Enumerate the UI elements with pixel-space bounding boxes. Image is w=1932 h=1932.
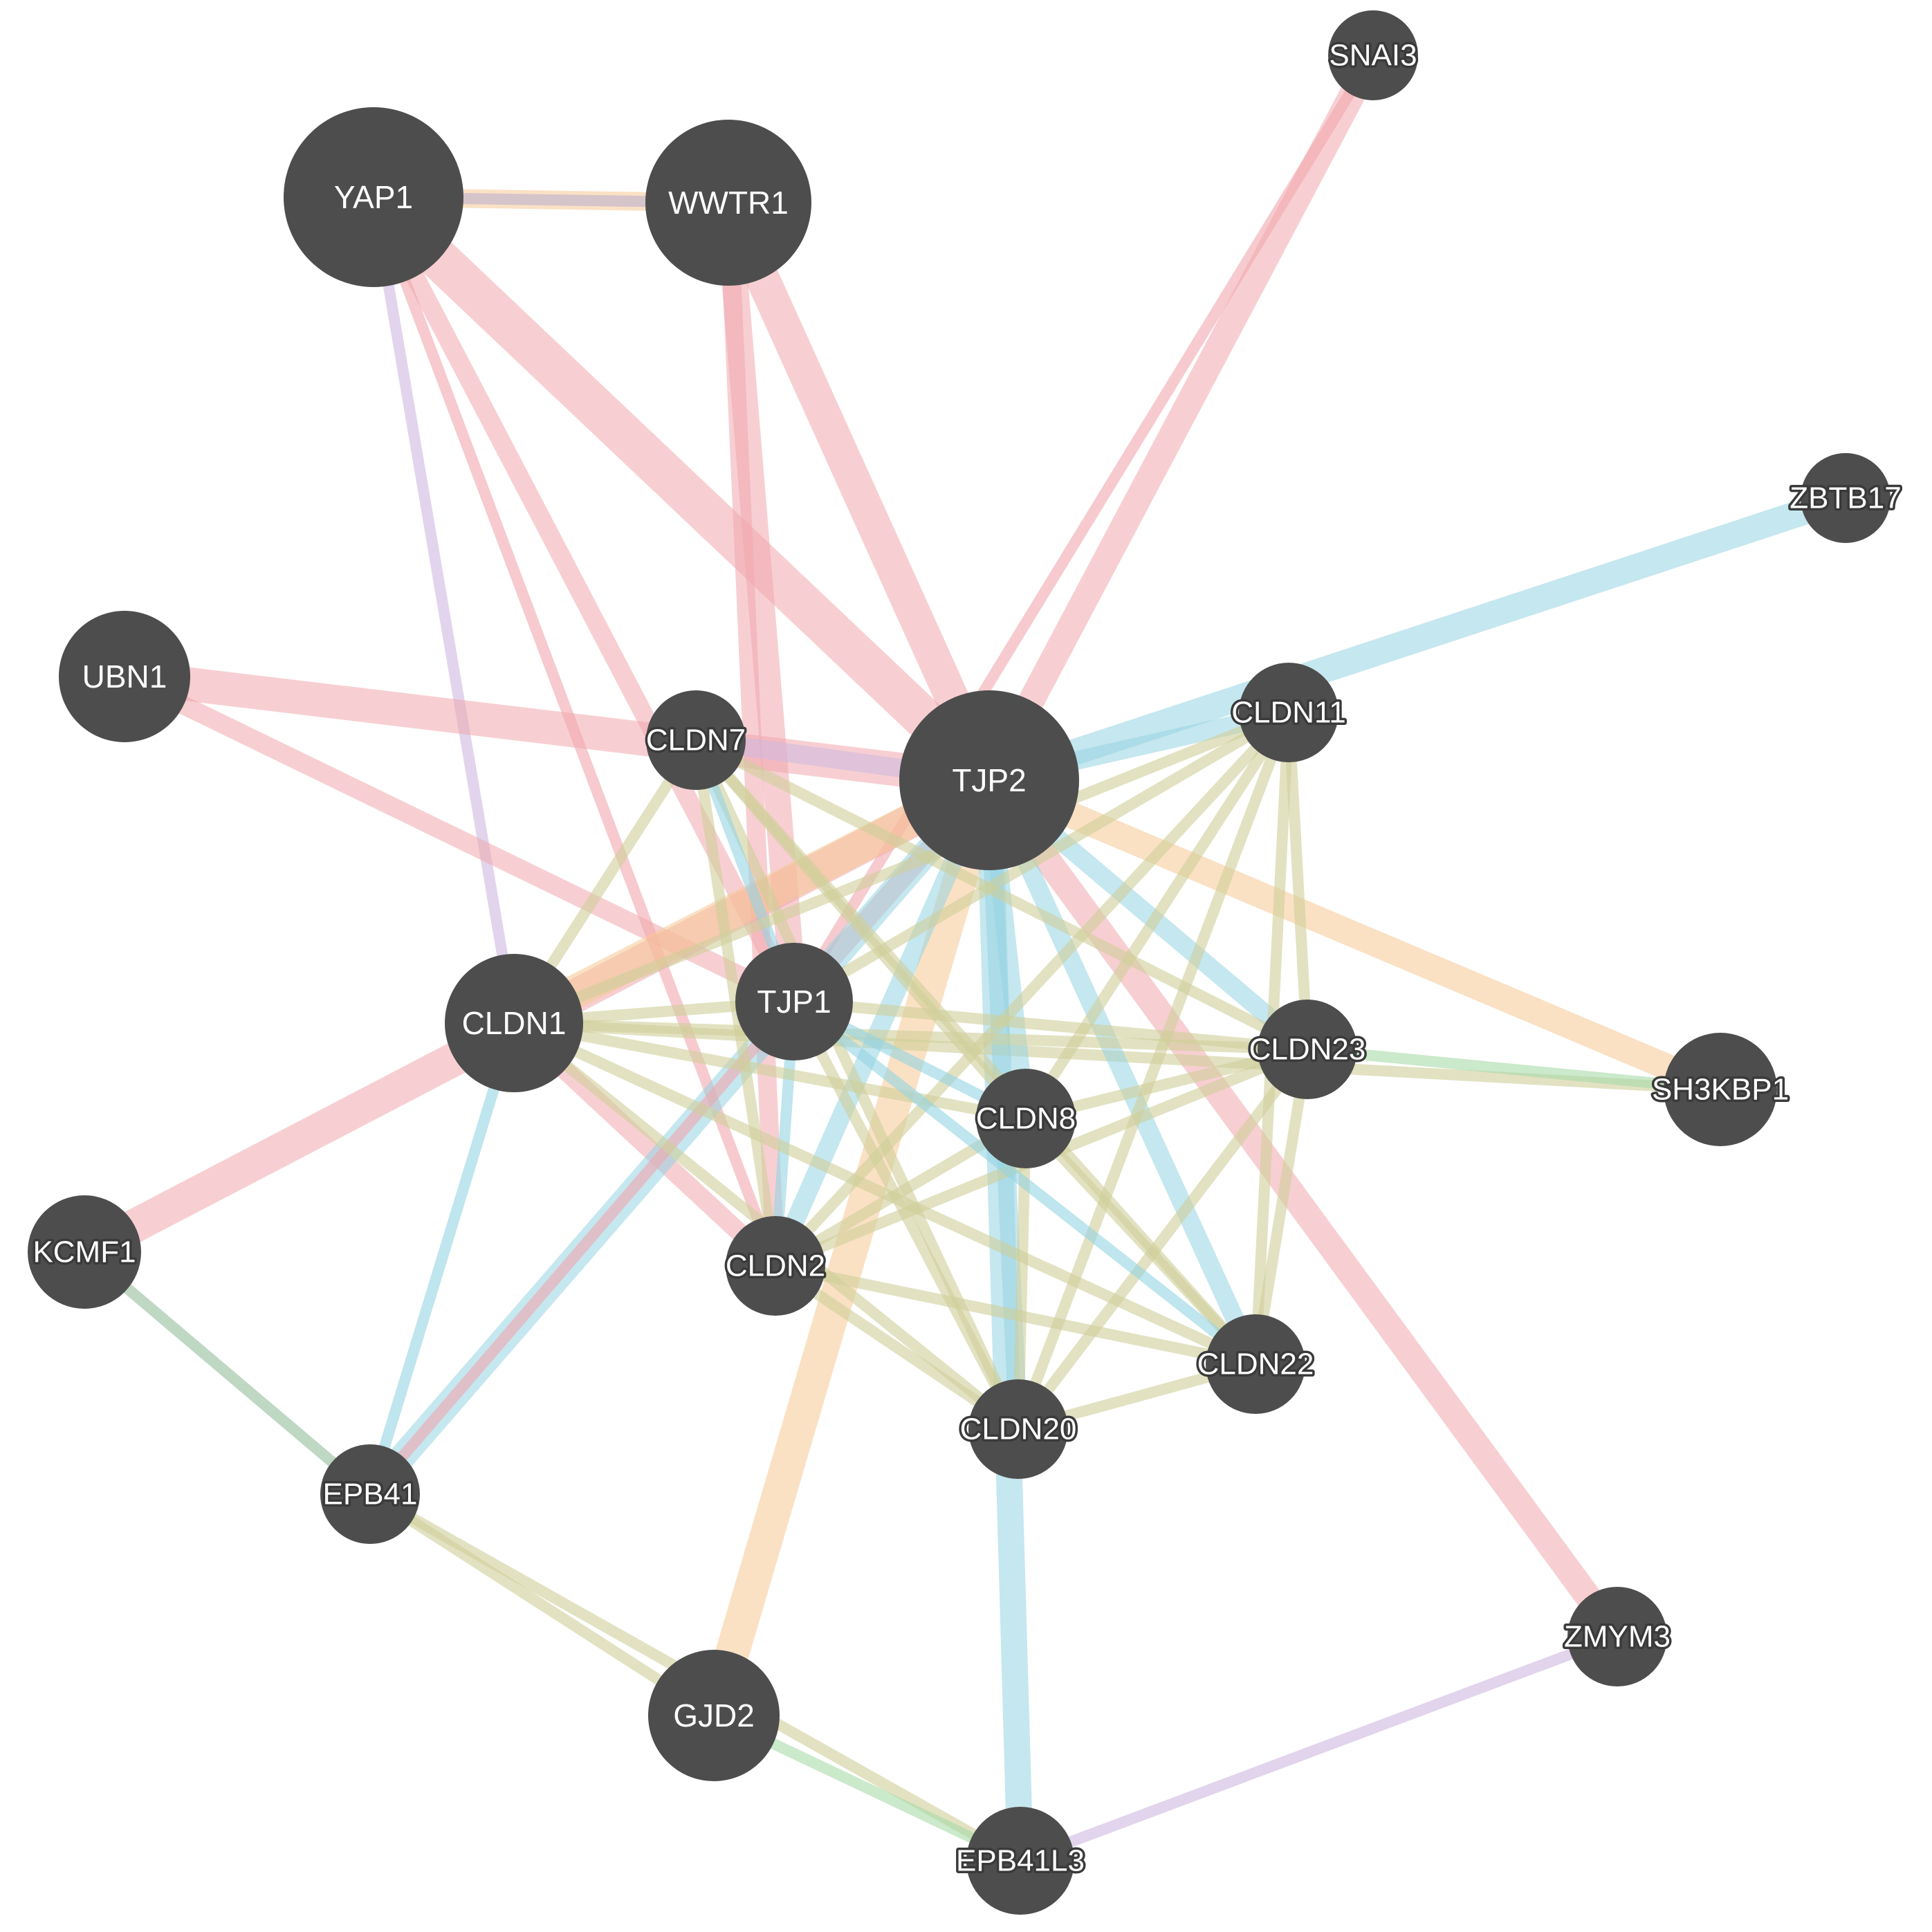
node-circle[interactable] [1328, 10, 1418, 100]
edge-tjp1-cldn22 [789, 996, 1261, 1370]
edge-wwtr1-cldn2 [719, 193, 785, 1276]
node-circle[interactable] [1664, 1033, 1777, 1146]
node-circle[interactable] [645, 120, 811, 286]
edge-epb41-tjp1 [365, 996, 800, 1500]
edge-cldn11-cldn2 [770, 707, 1294, 1271]
edge-sh3kbp1-tjp2 [976, 767, 1733, 1103]
edge-cldn22-cldn23 [1250, 1044, 1313, 1370]
edge-snai3-tjp2 [976, 42, 1386, 793]
node-yap1[interactable]: YAP1 [284, 107, 463, 287]
node-cldn8[interactable]: CLDN8 [973, 1069, 1078, 1168]
edge-sh3kbp1-cldn23 [1302, 1044, 1726, 1095]
node-cldn20[interactable]: CLDN20 [957, 1379, 1079, 1479]
node-circle[interactable] [1206, 1314, 1305, 1414]
node-circle[interactable] [320, 1444, 420, 1544]
node-circle[interactable] [284, 107, 463, 287]
node-zbtb17[interactable]: ZBTB17 [1787, 453, 1904, 543]
node-cldn22[interactable]: CLDN22 [1195, 1314, 1316, 1414]
node-cldn2[interactable]: CLDN2 [723, 1216, 828, 1316]
node-circle[interactable] [1239, 663, 1338, 762]
edge-cldn22-tjp2 [979, 771, 1265, 1374]
node-label: EPB41 [323, 1478, 418, 1511]
node-label: TJP2 [952, 762, 1026, 798]
node-circle[interactable] [735, 943, 853, 1060]
node-circle[interactable] [976, 1069, 1076, 1168]
edge-cldn1-cldn23 [508, 1018, 1313, 1055]
node-label: TJP1 [757, 984, 831, 1020]
node-gjd2[interactable]: GJD2 [648, 1650, 780, 1781]
node-label: CLDN1 [462, 1005, 567, 1041]
edge-cldn11-tjp1 [789, 707, 1294, 1007]
edge-wwtr1-tjp2 [711, 185, 1006, 798]
node-sh3kbp1[interactable]: SH3KBP1 [1649, 1033, 1792, 1146]
node-zmym3[interactable]: ZMYM3 [1562, 1587, 1673, 1686]
node-cldn7[interactable]: CLDN7 [643, 690, 748, 790]
edge-cldn20-cldn23 [1013, 1044, 1313, 1435]
edge-cldn11-cldn8 [1020, 707, 1294, 1124]
node-label: CLDN11 [1231, 696, 1345, 730]
node-label: WWTR1 [668, 185, 789, 221]
node-label: SH3KBP1 [1652, 1073, 1789, 1107]
node-label: YAP1 [334, 179, 413, 215]
node-circle[interactable] [445, 954, 583, 1092]
edge-tjp1-cldn20 [789, 996, 1024, 1435]
node-label: CLDN22 [1197, 1347, 1314, 1381]
edge-tjp1-cldn23 [789, 996, 1313, 1055]
node-circle[interactable] [59, 611, 190, 742]
node-circle[interactable] [648, 1650, 780, 1781]
node-circle[interactable] [726, 1216, 825, 1316]
edge-zbtb17-tjp2 [976, 485, 1859, 793]
node-epb41l3[interactable]: EPB41L3 [954, 1807, 1087, 1915]
node-label: ZMYM3 [1564, 1620, 1671, 1654]
edge-cldn11-cldn20 [1013, 707, 1294, 1435]
node-label: UBN1 [82, 659, 167, 694]
node-circle[interactable] [646, 690, 746, 790]
edge-cldn2-cldn22 [770, 1260, 1261, 1370]
edge-cldn1-epb41 [365, 1018, 519, 1500]
edge-yap1-tjp2 [353, 176, 1010, 801]
edge-cldn1-cldn8 [508, 1018, 1031, 1124]
edge-yap1-cldn1 [368, 192, 519, 1029]
node-circle[interactable] [966, 1807, 1074, 1915]
node-epb41[interactable]: EPB41 [320, 1444, 420, 1544]
node-label: CLDN8 [976, 1102, 1076, 1136]
node-label: KCMF1 [33, 1235, 136, 1269]
node-label: GJD2 [673, 1698, 755, 1733]
edge-cldn11-cldn23 [1283, 707, 1313, 1055]
node-label: CLDN7 [646, 724, 746, 757]
edges-layer [67, 42, 1859, 1874]
node-snai3[interactable]: SNAI3 [1327, 10, 1419, 100]
node-cldn23[interactable]: CLDN23 [1246, 1000, 1368, 1099]
node-cldn1[interactable]: CLDN1 [445, 954, 583, 1092]
node-kcmf1[interactable]: KCMF1 [28, 1195, 141, 1309]
node-circle[interactable] [1801, 453, 1890, 543]
node-circle[interactable] [1258, 1000, 1357, 1099]
edge-yap1-tjp1 [364, 187, 804, 1011]
node-circle[interactable] [28, 1195, 141, 1309]
edge-gjd2-tjp2 [697, 763, 1006, 1733]
node-ubn1[interactable]: UBN1 [59, 611, 190, 742]
node-circle[interactable] [899, 690, 1079, 870]
node-tjp1[interactable]: TJP1 [735, 943, 853, 1060]
node-label: CLDN23 [1249, 1033, 1366, 1067]
node-tjp2[interactable]: TJP2 [899, 690, 1079, 870]
edge-cldn11-cldn1 [508, 707, 1294, 1029]
node-label: CLDN20 [960, 1413, 1077, 1446]
node-circle[interactable] [1567, 1587, 1667, 1686]
node-label: CLDN2 [726, 1249, 825, 1283]
node-label: EPB41L3 [956, 1844, 1085, 1878]
node-label: SNAI3 [1329, 39, 1417, 73]
node-circle[interactable] [968, 1379, 1068, 1479]
edge-cldn1-cldn22 [508, 1018, 1261, 1370]
edge-cldn8-cldn20 [1013, 1113, 1031, 1435]
edge-cldn7-cldn23 [690, 735, 1313, 1055]
node-wwtr1[interactable]: WWTR1 [645, 120, 811, 286]
node-label: ZBTB17 [1790, 481, 1901, 515]
edge-cldn8-cldn22 [1020, 1113, 1261, 1370]
edge-kcmf1-epb41 [79, 1246, 376, 1500]
node-cldn11[interactable]: CLDN11 [1229, 663, 1348, 762]
edge-epb41l3-zmym3 [1015, 1631, 1623, 1866]
